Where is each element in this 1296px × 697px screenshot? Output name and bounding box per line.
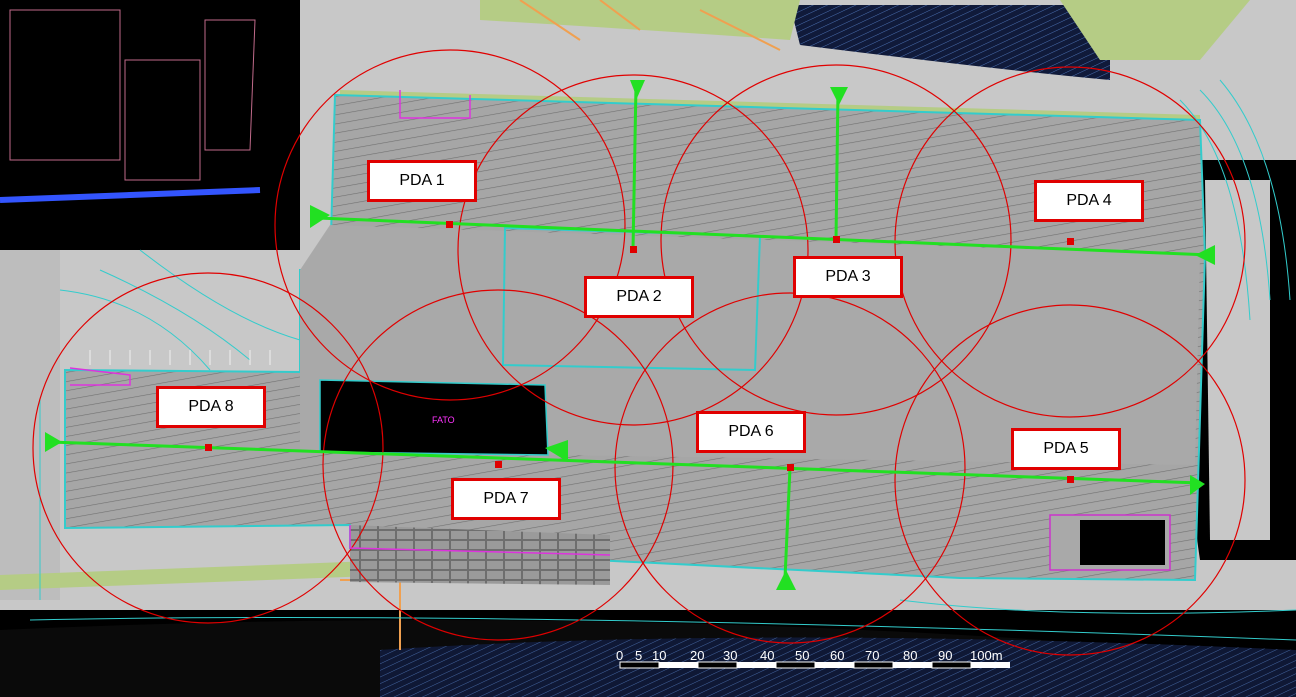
scale-tick-90: 90 (938, 648, 952, 663)
entry-markers (45, 80, 1215, 590)
hall-name: FATO (432, 415, 455, 425)
pda-label-1: PDA 1 (367, 160, 477, 202)
axis-line-south (49, 440, 1201, 485)
access-point-6 (787, 464, 794, 471)
scale-tick-10: 10 (652, 648, 666, 663)
water-area (790, 5, 1110, 80)
pda-label-2: PDA 2 (584, 276, 694, 318)
scale-tick-5: 5 (635, 648, 642, 663)
pda-label-6: PDA 6 (696, 411, 806, 453)
access-point-7 (495, 461, 502, 468)
coverage-circle-3 (660, 64, 1012, 416)
urban-block (0, 0, 300, 235)
coverage-circle-1 (274, 49, 626, 401)
scale-tick-20: 20 (690, 648, 704, 663)
site-lines (29, 79, 1296, 641)
pda-label-7: PDA 7 (451, 478, 561, 520)
access-point-4 (1067, 238, 1074, 245)
building (64, 93, 1207, 585)
pda-label-8: PDA 8 (156, 386, 266, 428)
magenta-outlines (69, 90, 611, 556)
coverage-circle-2 (457, 74, 809, 426)
scale-tick-30: 30 (723, 648, 737, 663)
access-point-8 (205, 444, 212, 451)
access-points (205, 221, 1074, 483)
access-point-1 (446, 221, 453, 228)
coverage-circle-5 (894, 304, 1246, 656)
scale-tick-40: 40 (760, 648, 774, 663)
scale-tick-60: 60 (830, 648, 844, 663)
axis-line-north (317, 216, 1211, 257)
axis-branch-3 (834, 89, 840, 241)
pda-label-5: PDA 5 (1011, 428, 1121, 470)
coverage-circle-6 (614, 292, 966, 644)
pda-label-4: PDA 4 (1034, 180, 1144, 222)
access-point-2 (630, 246, 637, 253)
access-point-5 (1067, 476, 1074, 483)
pda-label-3: PDA 3 (793, 256, 903, 298)
coverage-circle-8 (32, 272, 384, 624)
scale-bar: 0 5 10 20 30 40 50 60 70 80 90 100m (616, 648, 1010, 669)
scale-tick-0: 0 (616, 648, 623, 663)
scale-tick-100m: 100m (970, 648, 1003, 663)
axis-branch-2 (631, 84, 638, 251)
scale-tick-50: 50 (795, 648, 809, 663)
axis-branch-6 (783, 467, 792, 579)
parking-rows (89, 350, 271, 365)
scale-tick-70: 70 (865, 648, 879, 663)
axis-lines (49, 84, 1211, 579)
access-point-3 (833, 236, 840, 243)
scale-tick-80: 80 (903, 648, 917, 663)
